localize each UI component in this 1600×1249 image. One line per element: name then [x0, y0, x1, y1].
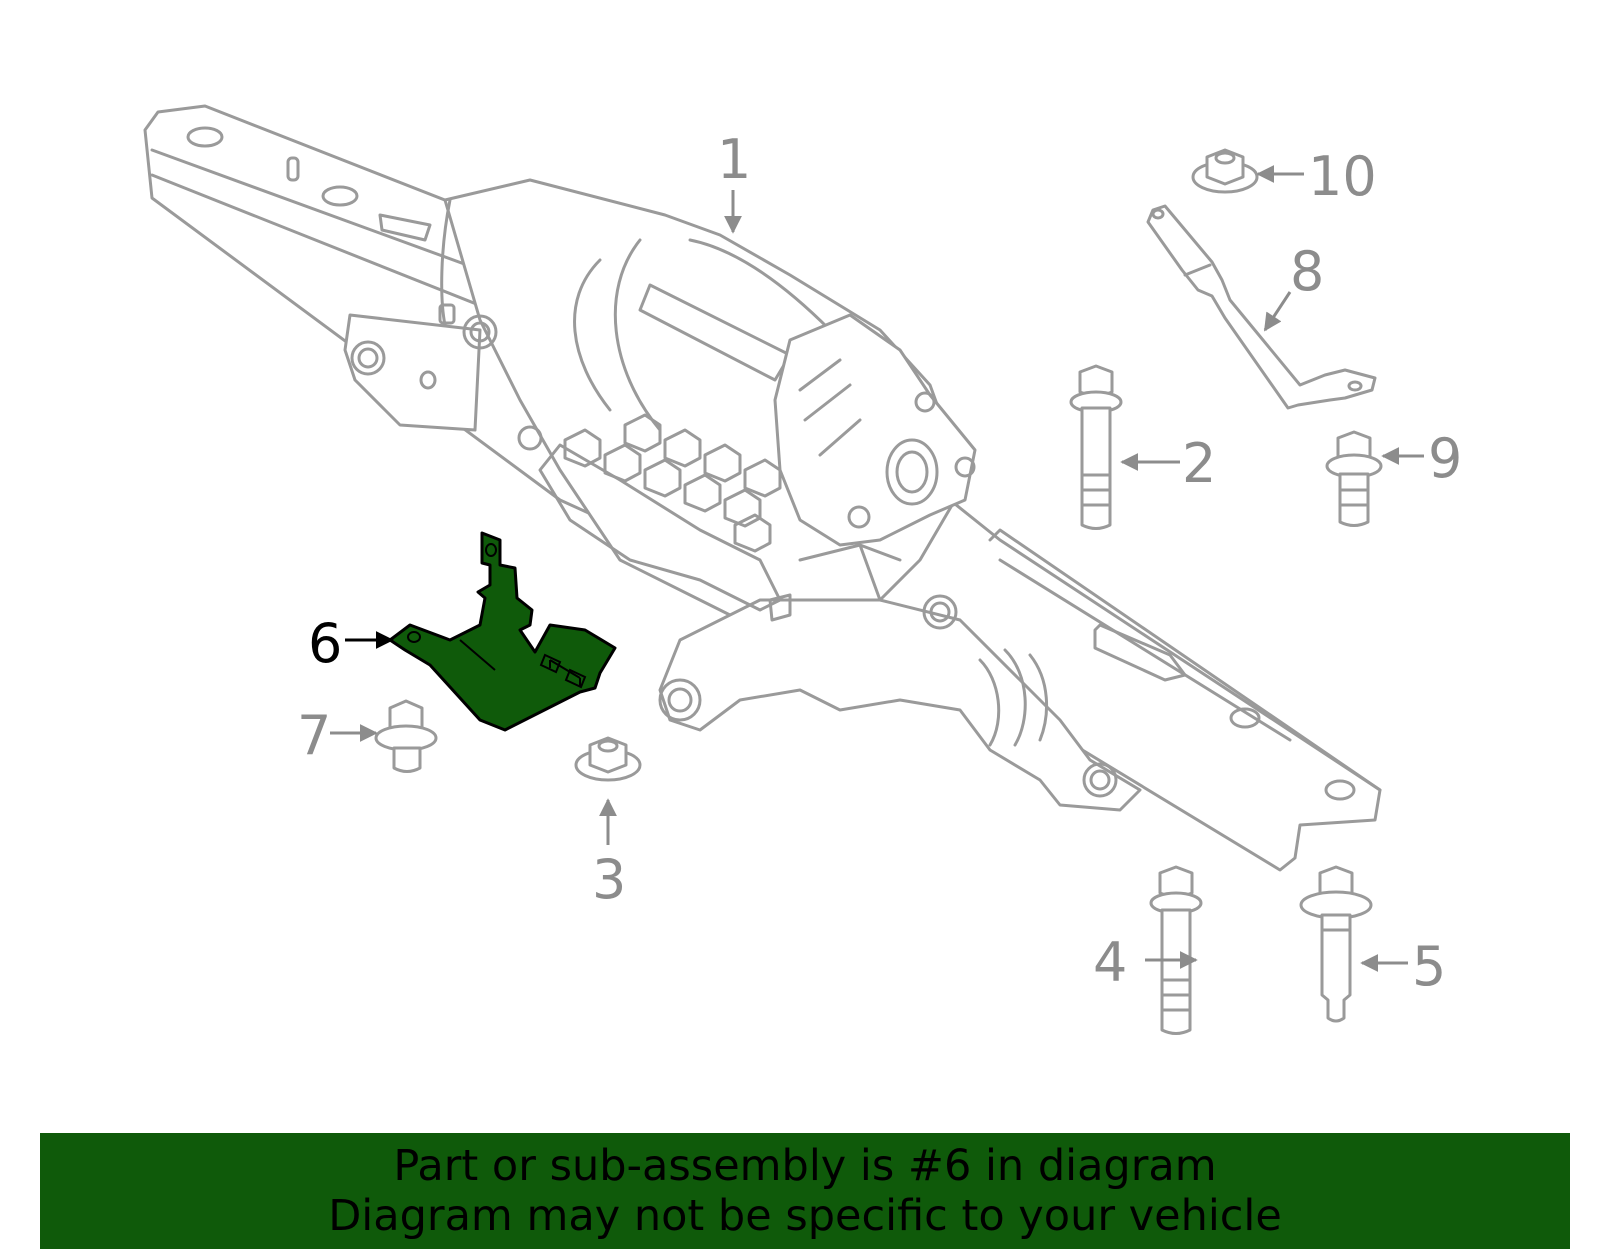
callout-labels: 1 2 3 4 5 6 7 8 9 10 [297, 128, 1462, 998]
banner-line-2: Diagram may not be specific to your vehi… [328, 1191, 1282, 1241]
info-banner: Part or sub-assembly is #6 in diagram Di… [40, 1133, 1570, 1249]
part-10-nut [1191, 148, 1259, 194]
callout-2: 2 [1182, 432, 1216, 495]
part-6-bracket [388, 531, 617, 732]
callout-8: 8 [1290, 240, 1324, 303]
part-7-bolt [374, 699, 438, 773]
part-9-bolt [1325, 430, 1383, 527]
part-1-rear-drive-unit [143, 104, 1382, 872]
callout-10: 10 [1308, 145, 1377, 208]
part-3-nut [574, 736, 642, 782]
callout-3: 3 [592, 848, 626, 911]
callout-4: 4 [1093, 931, 1127, 994]
callout-7: 7 [297, 704, 331, 767]
part-5-bolt [1299, 865, 1373, 1023]
banner-line-1: Part or sub-assembly is #6 in diagram [393, 1141, 1217, 1191]
part-4-bolt [1149, 865, 1203, 1035]
part-2-bolt [1069, 364, 1123, 530]
honeycomb-texture [563, 413, 782, 553]
part-8-strap [1146, 204, 1377, 410]
callout-1: 1 [717, 128, 751, 191]
callout-9: 9 [1428, 427, 1462, 490]
callout-5: 5 [1412, 935, 1446, 998]
leader-lines [330, 165, 1424, 972]
callout-6: 6 [308, 612, 342, 675]
